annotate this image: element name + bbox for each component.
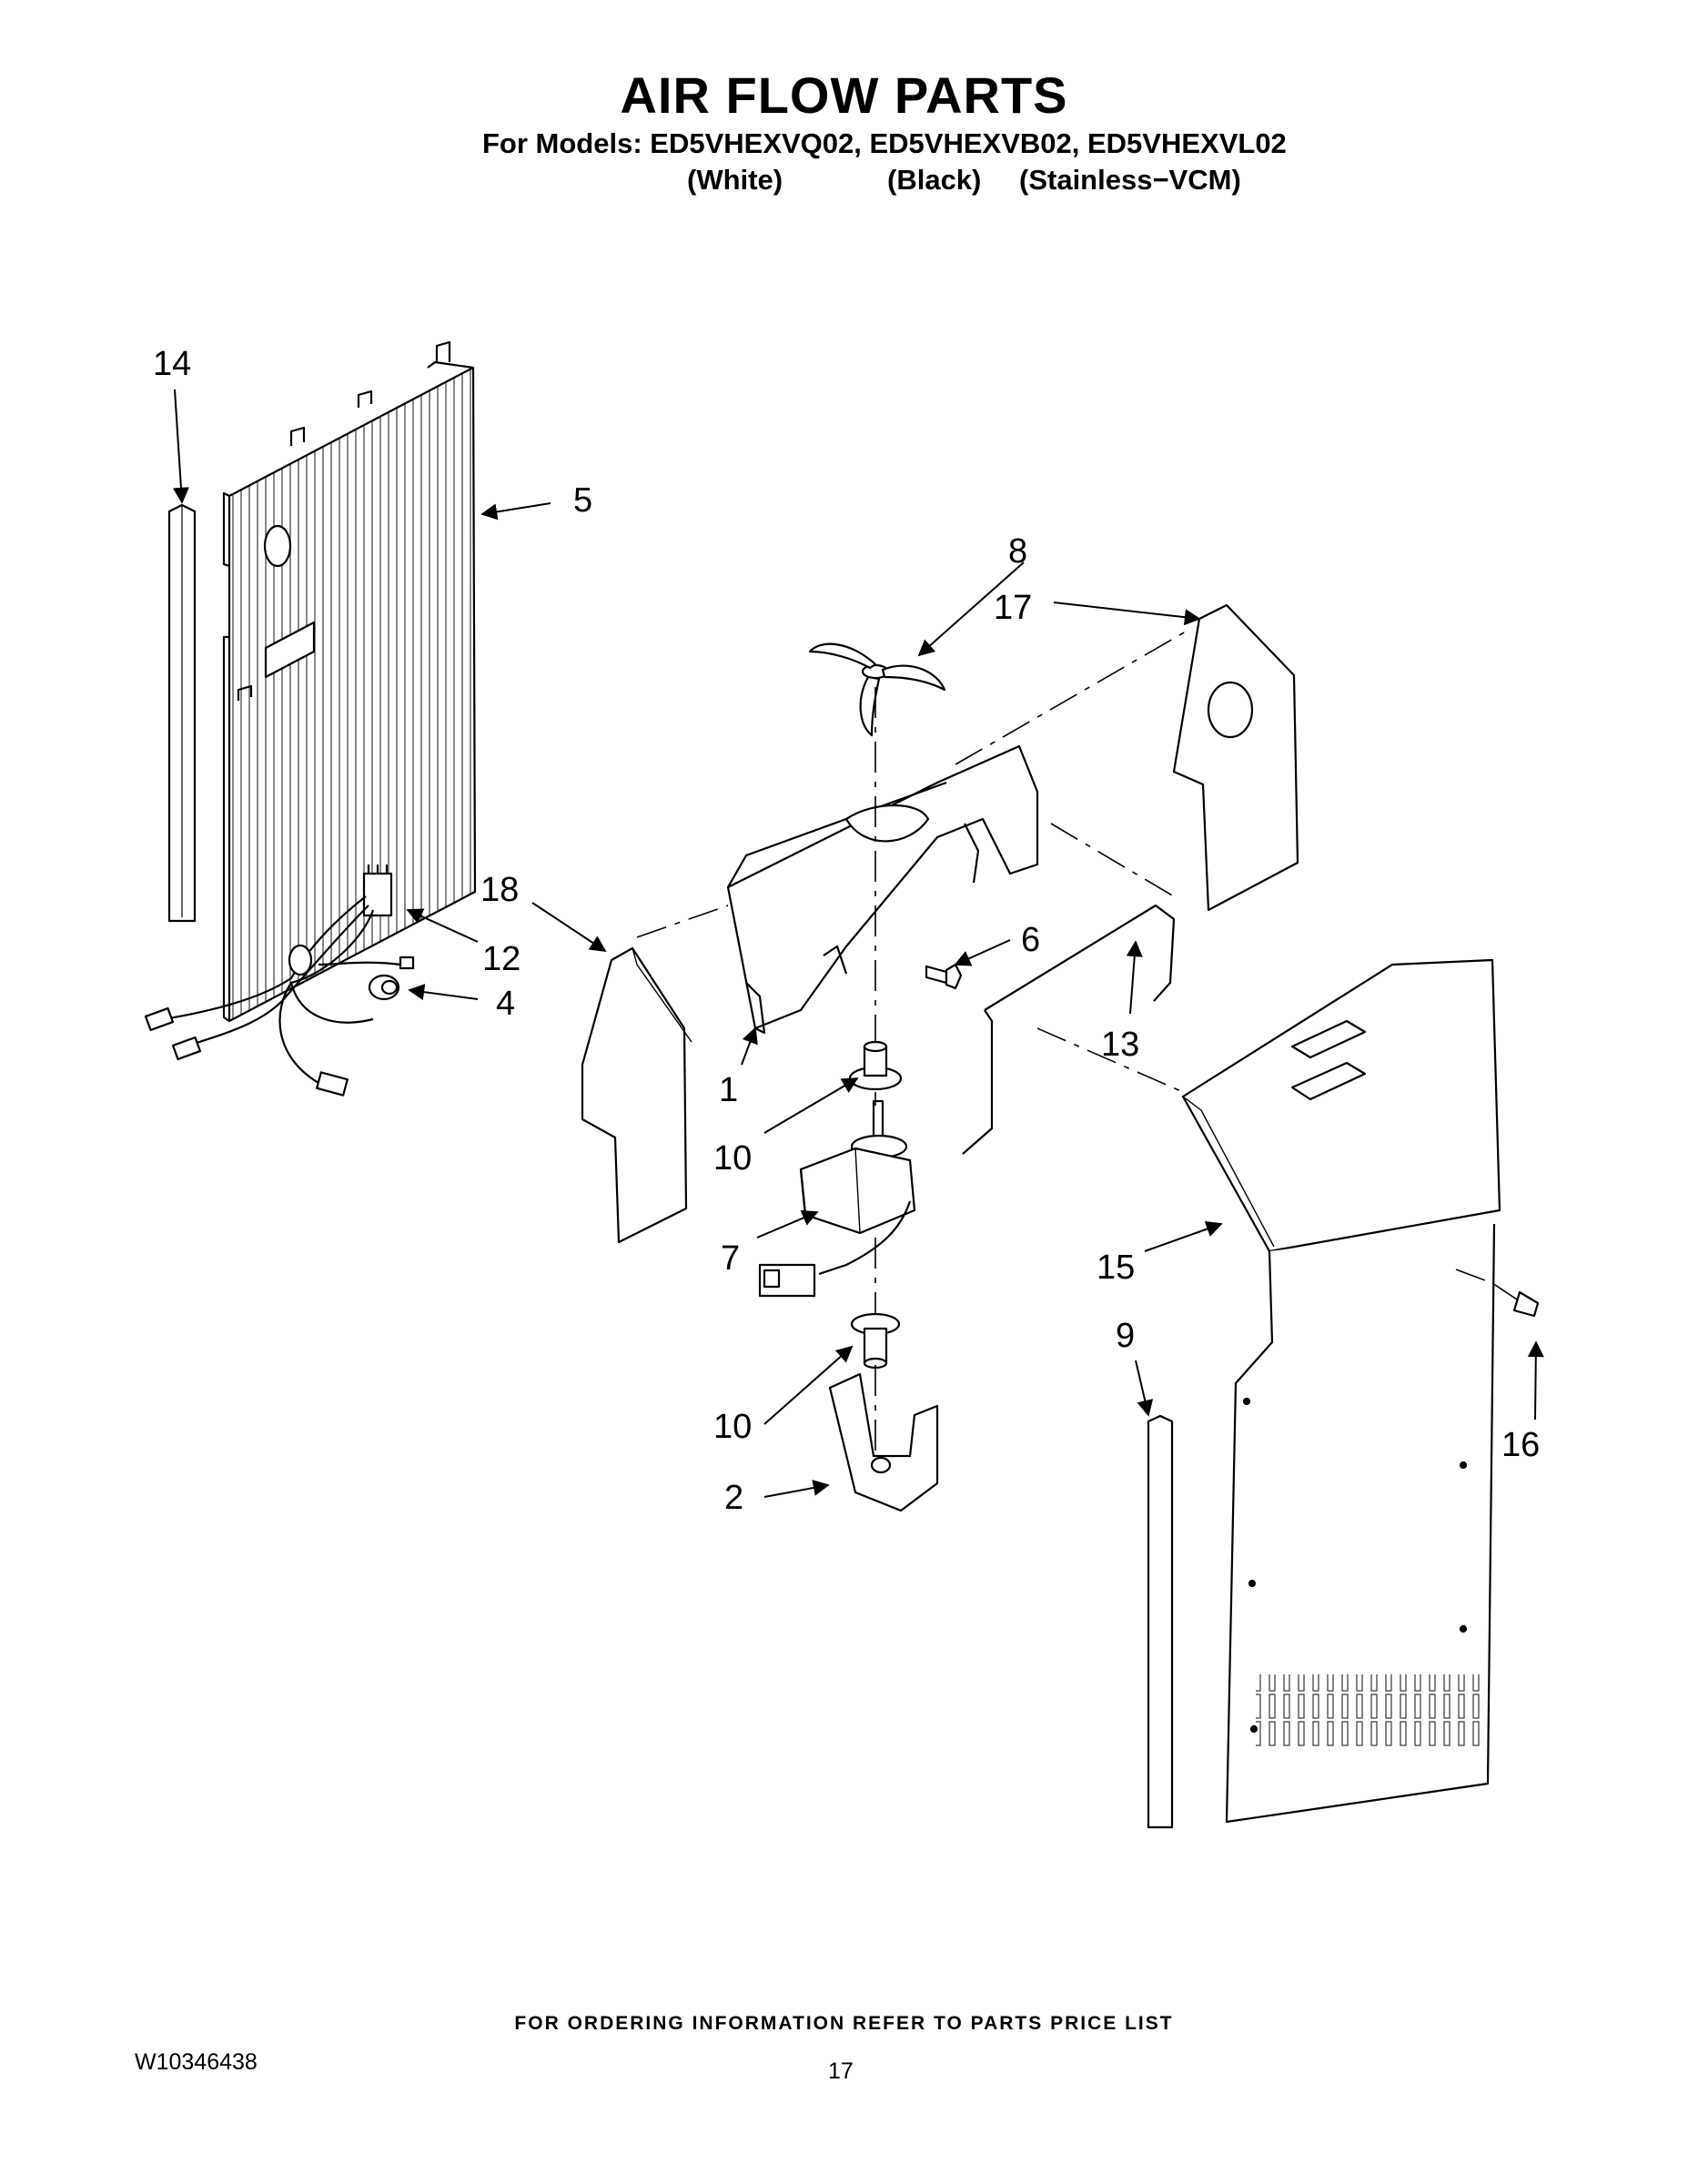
- page-title: AIR FLOW PARTS: [620, 66, 1068, 124]
- part-17-baffle-right: [1172, 603, 1299, 912]
- callout-16: 16: [1501, 1426, 1540, 1464]
- part-16-screw: [1491, 1282, 1540, 1318]
- callout-2: 2: [724, 1479, 743, 1517]
- callout-15: 15: [1097, 1249, 1135, 1287]
- callout-17: 17: [994, 589, 1032, 627]
- variant-black: (Black): [887, 164, 982, 196]
- callout-7: 7: [721, 1239, 740, 1278]
- part-4-grommet: [368, 974, 400, 1001]
- ordering-note: FOR ORDERING INFORMATION REFER TO PARTS …: [514, 2013, 1174, 2034]
- page-number: 17: [828, 2058, 854, 2084]
- callout-4: 4: [496, 985, 515, 1023]
- callout-10-lower: 10: [713, 1408, 752, 1446]
- part-7-fan-motor: [758, 1099, 916, 1298]
- part-18-baffle-left: [581, 946, 692, 1244]
- callout-5: 5: [573, 481, 592, 520]
- callout-14: 14: [153, 345, 191, 383]
- callout-6: 6: [1021, 921, 1040, 959]
- models-line: For Models: ED5VHEXVQ02, ED5VHEXVB02, ED…: [482, 127, 1287, 159]
- alignment-lines: [636, 627, 1493, 1451]
- callout-18: 18: [480, 871, 519, 909]
- part-5-evaporator-cover: [222, 340, 477, 1023]
- part-6-screw: [925, 963, 963, 990]
- callout-13: 13: [1101, 1026, 1139, 1064]
- callout-8: 8: [1008, 532, 1027, 571]
- leader-arrows: [172, 389, 1544, 1498]
- part-8-fan-blade: [808, 642, 946, 737]
- callout-9: 9: [1116, 1317, 1135, 1355]
- variant-white: (White): [687, 164, 783, 196]
- part-13-wire-retainer: [962, 904, 1176, 1155]
- document-number: W10346438: [135, 2049, 258, 2075]
- part-15-duct-cover: [1181, 958, 1501, 1824]
- part-14-seal-strip: [167, 503, 197, 923]
- callout-1: 1: [719, 1071, 738, 1109]
- part-10-upper-mount: [848, 1040, 903, 1091]
- part-2-motor-bracket: [828, 1372, 939, 1512]
- part-12-wire-harness: [144, 864, 415, 1097]
- callout-10-upper: 10: [713, 1139, 752, 1178]
- part-9-seal-strip: [1147, 1414, 1174, 1829]
- part-1-fan-shroud: [726, 744, 1039, 1035]
- variant-stainless: (Stainless−VCM): [1019, 164, 1241, 196]
- part-10-lower-mount: [850, 1312, 901, 1370]
- callout-12: 12: [482, 940, 521, 978]
